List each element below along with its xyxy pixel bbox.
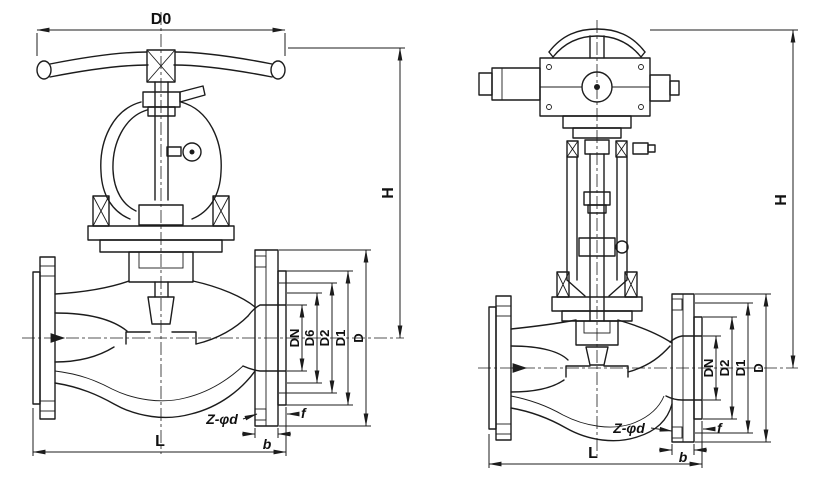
left-b-dimension: b xyxy=(242,428,291,452)
right-body xyxy=(510,319,703,442)
right-dim-label-d2: D2 xyxy=(717,360,732,377)
right-b-dimension: b xyxy=(659,444,707,465)
right-centerlines xyxy=(478,20,798,456)
left-dim-label-l: L xyxy=(155,433,165,450)
left-flange-dimensions: DN D6 D2 D1 D xyxy=(279,249,371,427)
right-inlet-flange xyxy=(488,295,512,441)
left-dim-label-d0: D0 xyxy=(151,11,172,28)
left-bolt-hole-callout: Z-φd xyxy=(205,411,258,427)
right-actuator xyxy=(478,28,680,117)
left-dim-label-d6: D6 xyxy=(302,330,317,347)
right-dim-label-d: D xyxy=(751,363,766,372)
left-h-dimension: H xyxy=(288,47,405,339)
right-dim-label-z-phi-d: Z-φd xyxy=(612,420,645,436)
right-yoke-stem xyxy=(551,115,656,346)
left-f-dimension: f xyxy=(285,405,307,421)
right-dim-label-l: L xyxy=(588,445,598,462)
left-stem xyxy=(142,81,206,201)
left-dim-label-d: D xyxy=(351,333,366,342)
left-l-dimension: L xyxy=(32,408,287,456)
right-valve-view: DN D2 D1 D H L Z-φd b f xyxy=(478,20,798,468)
right-l-dimension: L xyxy=(488,424,703,468)
left-dim-label-d2: D2 xyxy=(317,330,332,347)
left-valve-view: D0 H DN D6 D2 D1 D L xyxy=(22,11,405,456)
left-bonnet xyxy=(87,195,235,298)
right-dim-label-h: H xyxy=(773,194,790,206)
left-centerlines xyxy=(22,12,404,454)
right-flange-dimensions: DN D2 D1 D xyxy=(695,293,771,443)
right-h-dimension: H xyxy=(650,29,798,369)
left-dim-label-dn: DN xyxy=(287,329,302,348)
right-outlet-flange xyxy=(671,293,703,443)
right-dim-label-b: b xyxy=(679,449,688,465)
left-dim-label-f: f xyxy=(301,405,307,421)
right-dim-label-d1: D1 xyxy=(733,360,748,377)
right-bolt-hole-callout: Z-φd xyxy=(612,420,673,436)
left-inlet-flange xyxy=(32,256,56,420)
right-dim-label-dn: DN xyxy=(701,359,716,378)
left-dim-label-z-phi-d: Z-φd xyxy=(205,411,238,427)
left-handwheel xyxy=(36,49,286,83)
right-dim-label-f: f xyxy=(717,420,723,436)
left-dim-label-h: H xyxy=(380,187,397,199)
left-dim-label-d1: D1 xyxy=(333,330,348,347)
left-dim-label-b: b xyxy=(263,436,272,452)
left-body xyxy=(54,280,287,419)
right-f-dimension: f xyxy=(701,420,723,436)
left-d0-dimension: D0 xyxy=(36,11,286,56)
left-yoke xyxy=(100,101,222,220)
